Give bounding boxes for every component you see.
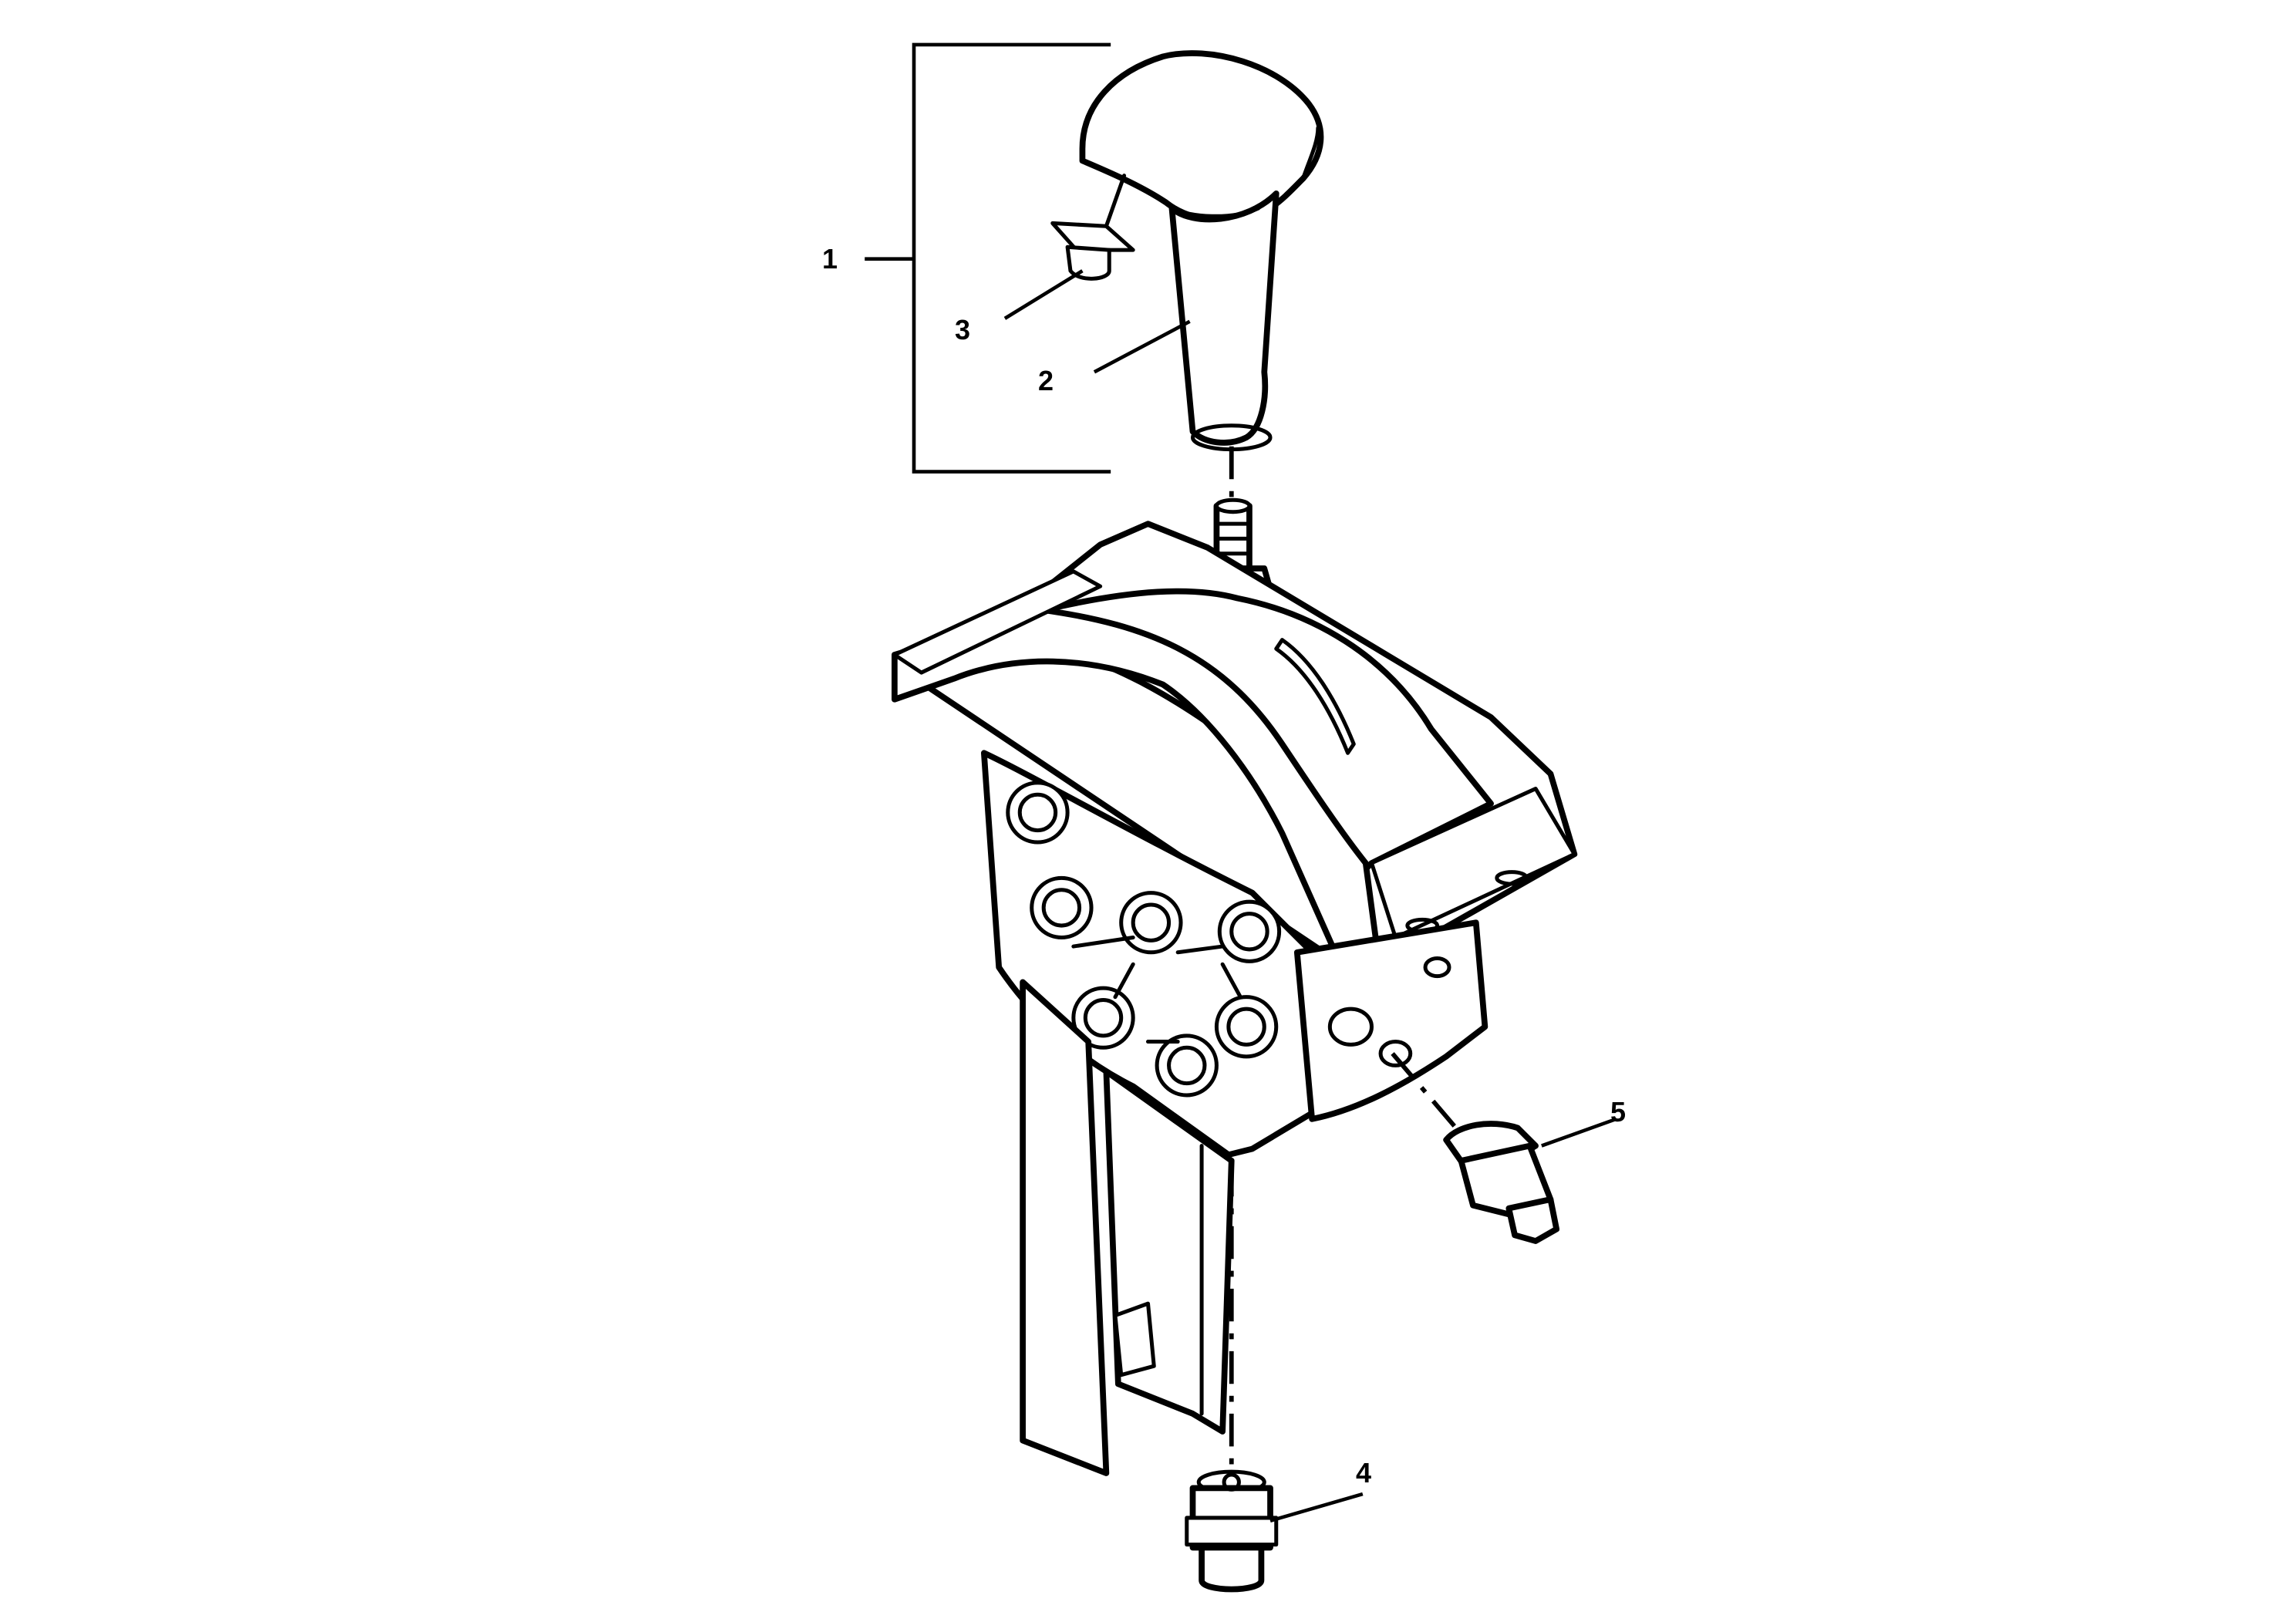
callout-2: 2 — [1038, 365, 1054, 396]
bottom-switch — [1185, 1469, 1279, 1593]
lever-housing-cover — [892, 521, 1578, 970]
callout-4: 4 — [1356, 1457, 1372, 1489]
knob-insert-cap — [1050, 174, 1135, 281]
callout-3: 3 — [955, 314, 971, 346]
shift-knob — [1079, 50, 1324, 452]
side-switch — [1391, 1052, 1560, 1244]
callout-1: 1 — [822, 243, 838, 275]
assembly-bracket — [865, 42, 1111, 474]
gate-body — [980, 750, 1489, 1158]
callout-5: 5 — [1610, 1096, 1627, 1128]
bolt-pattern — [1006, 781, 1282, 1098]
lower-mounting-arm — [1020, 979, 1235, 1476]
leader-lines — [1003, 269, 1617, 1523]
